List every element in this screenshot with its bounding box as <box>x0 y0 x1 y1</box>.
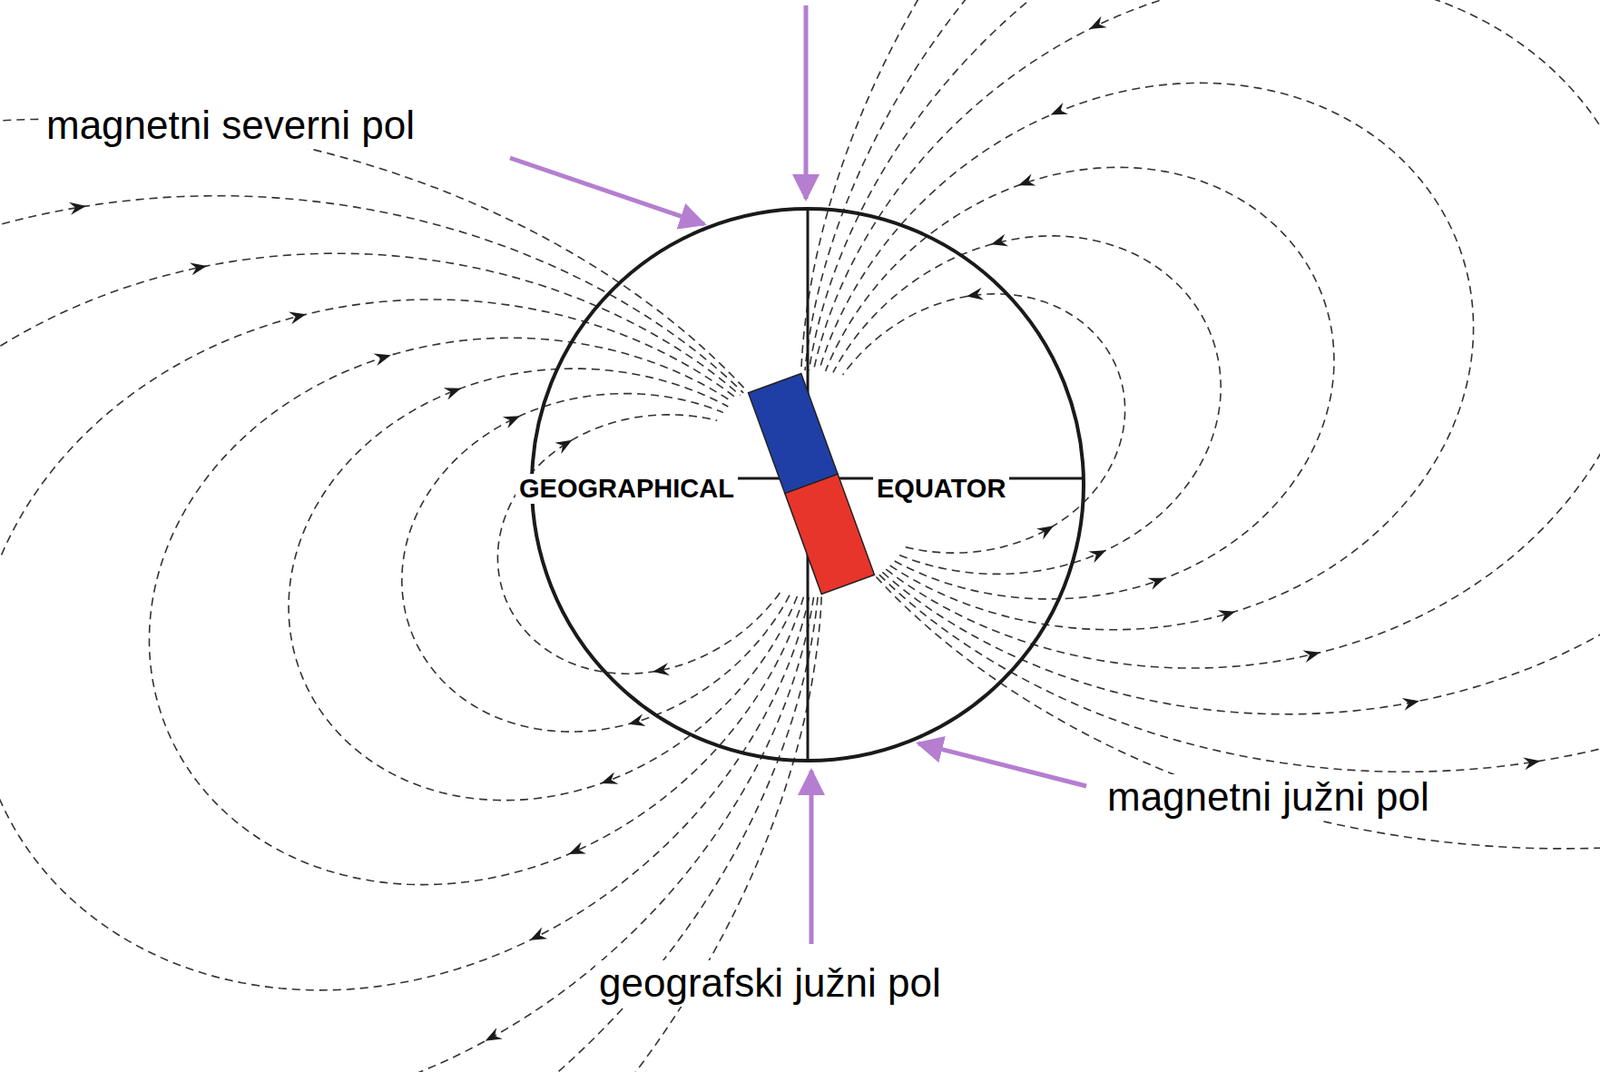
field-arrowhead <box>1089 16 1107 30</box>
field-line <box>402 393 790 733</box>
magnet-red-half <box>785 473 875 594</box>
field-arrowhead <box>502 415 521 429</box>
field-line <box>0 299 809 991</box>
field-arrowhead <box>1302 649 1320 663</box>
field-line <box>801 0 1600 849</box>
equator-label: EQUATOR <box>873 473 1010 504</box>
field-arrowhead <box>288 312 306 325</box>
field-arrowhead <box>485 1027 503 1041</box>
field-line <box>288 368 797 801</box>
pole-label: magnetni južni pol <box>1103 774 1434 821</box>
field-line <box>833 235 1221 575</box>
pointer-arrow <box>918 743 1087 786</box>
field-arrowhead <box>991 234 1009 246</box>
field-arrowhead <box>628 713 646 727</box>
field-line <box>0 118 822 1072</box>
field-arrowhead <box>1147 578 1165 590</box>
pointer-arrow <box>809 770 815 944</box>
field-arrowhead <box>1088 549 1106 563</box>
field-line <box>819 82 1474 629</box>
field-arrowhead <box>373 353 392 366</box>
magnet-blue-half <box>748 373 839 494</box>
field-line <box>0 196 818 1072</box>
field-arrowhead <box>68 202 87 216</box>
field-arrowhead <box>1217 609 1236 622</box>
pointer-arrow <box>804 5 809 199</box>
field-line <box>808 0 1600 715</box>
field-arrowhead <box>189 262 207 275</box>
field-arrowhead <box>1402 697 1420 711</box>
field-arrowhead <box>1036 525 1054 540</box>
field-arrowhead <box>554 440 572 454</box>
field-arrowhead <box>1522 756 1541 770</box>
field-arrowhead <box>966 287 984 301</box>
pole-label: magnetni severni pol <box>42 102 419 149</box>
field-arrowhead <box>569 842 587 854</box>
field-arrowhead <box>1018 173 1036 186</box>
field-arrowhead <box>1050 102 1069 116</box>
field-arrowhead <box>443 387 462 400</box>
pointer-arrow <box>510 157 705 225</box>
field-arrowhead <box>652 662 670 676</box>
bar-magnet <box>748 373 875 595</box>
field-arrowhead <box>530 927 548 941</box>
equator-label: GEOGRAPHICAL <box>515 473 738 504</box>
field-line <box>0 253 815 1072</box>
field-arrowhead <box>600 772 619 785</box>
field-line <box>804 0 1600 772</box>
pole-label: geografski južni pol <box>595 960 945 1007</box>
